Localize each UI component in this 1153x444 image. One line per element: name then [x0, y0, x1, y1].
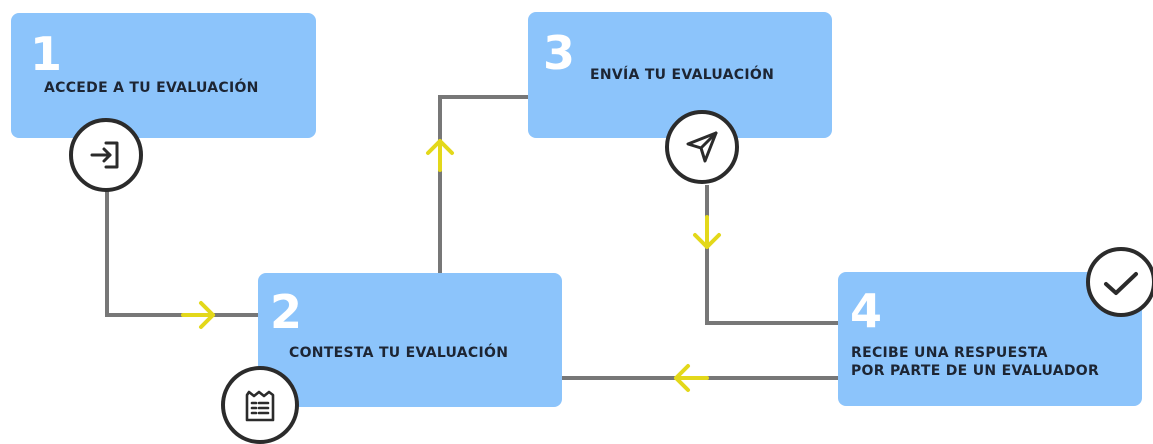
- step-4-label-line-2: POR PARTE DE UN EVALUADOR: [851, 363, 1100, 379]
- checkmark-icon: [1104, 272, 1138, 295]
- step-2-box: 2 CONTESTA TU EVALUACIÓN: [258, 273, 562, 407]
- step-3-box: 3 ENVÍA TU EVALUACIÓN: [528, 12, 832, 138]
- step-3-number: 3: [543, 26, 576, 80]
- step-4-icon-circle: [1086, 247, 1153, 317]
- step-4-label-line-1: RECIBE UNA RESPUESTA: [851, 345, 1048, 361]
- arrow-right-1-to-2: [181, 301, 215, 329]
- arrow-down-3-to-4: [693, 215, 721, 249]
- step-1-label: ACCEDE A TU EVALUACIÓN: [44, 80, 259, 96]
- connector-2-to-3: [438, 95, 528, 273]
- step-1-icon-circle: [69, 118, 143, 192]
- sign-in-icon: [90, 141, 119, 169]
- form-document-icon: [245, 390, 275, 422]
- step-3-label: ENVÍA TU EVALUACIÓN: [590, 67, 775, 83]
- connector-1-to-2: [105, 190, 258, 317]
- step-1-box: 1 ACCEDE A TU EVALUACIÓN: [11, 13, 316, 138]
- step-3-icon-circle: [665, 110, 739, 184]
- arrow-left-4-to-2: [674, 364, 709, 392]
- step-2-label: CONTESTA TU EVALUACIÓN: [289, 345, 509, 361]
- step-4-number: 4: [850, 284, 883, 338]
- arrow-up-2-to-3: [426, 139, 454, 172]
- step-2-number: 2: [270, 285, 303, 339]
- connector-3-to-4: [705, 185, 838, 325]
- step-1-number: 1: [30, 27, 63, 81]
- step-2-icon-circle: [221, 366, 299, 444]
- send-paper-plane-icon: [686, 131, 718, 163]
